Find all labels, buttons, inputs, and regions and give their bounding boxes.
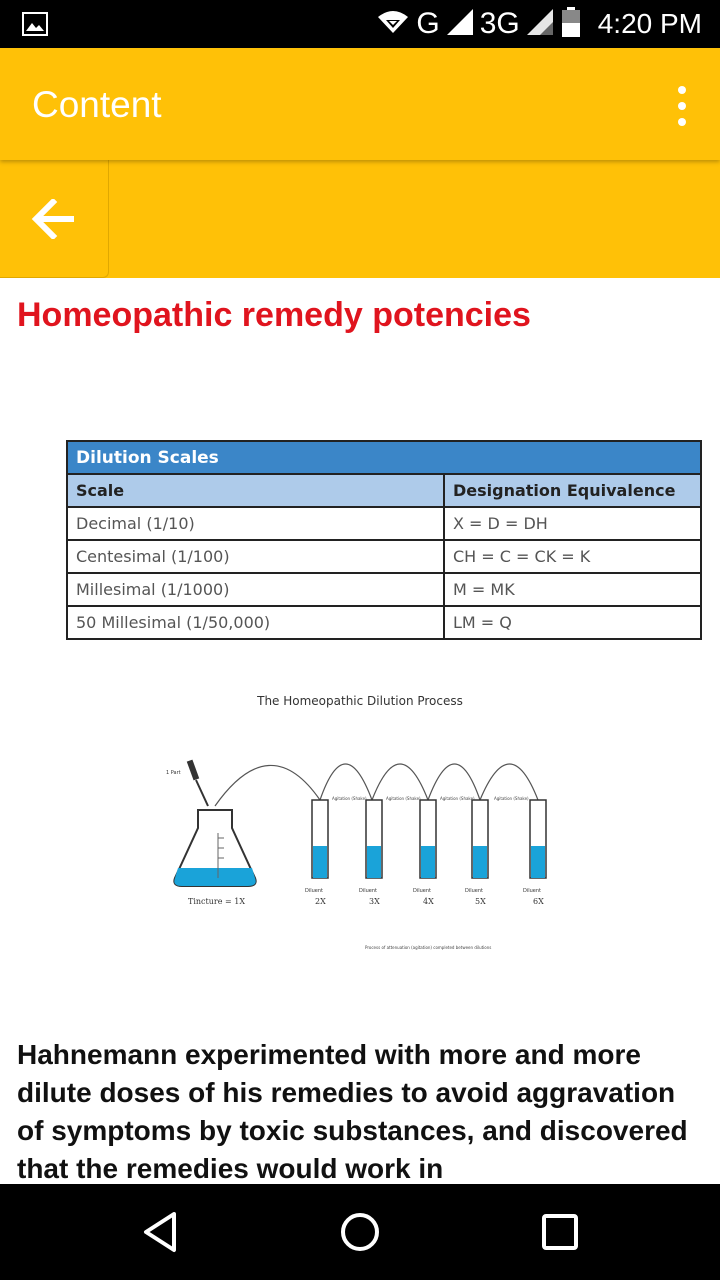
tube-label: 3X bbox=[369, 897, 380, 906]
tincture-label: Tincture = 1X bbox=[188, 897, 245, 906]
table-cell: Millesimal (1/1000) bbox=[66, 572, 445, 607]
tube-label: 2X bbox=[315, 897, 326, 906]
diluent-label: Diluent bbox=[305, 888, 323, 894]
dot-icon bbox=[678, 86, 686, 94]
article-heading: Homeopathic remedy potencies bbox=[17, 296, 531, 334]
diluent-label: Diluent bbox=[413, 888, 431, 894]
back-button[interactable] bbox=[0, 160, 109, 278]
table-cell: X = D = DH bbox=[443, 506, 702, 541]
table-row: Centesimal (1/100) CH = C = CK = K bbox=[66, 539, 702, 574]
table-cell: CH = C = CK = K bbox=[443, 539, 702, 574]
dilution-process-figure: The Homeopathic Dilution Process 1 Part … bbox=[160, 688, 560, 958]
dropper-icon: 1 Part bbox=[166, 759, 209, 807]
article-content[interactable]: Homeopathic remedy potencies Dilution Sc… bbox=[0, 278, 720, 1184]
table-row: Millesimal (1/1000) M = MK bbox=[66, 572, 702, 607]
sub-toolbar bbox=[0, 160, 720, 278]
app-bar: Content bbox=[0, 48, 720, 160]
dot-icon bbox=[678, 118, 686, 126]
article-body: Hahnemann experimented with more and mor… bbox=[17, 1039, 688, 1184]
agitation-label: Agitation (Shake) bbox=[332, 796, 367, 801]
figure-footnote: Process of attenuation (agitation) compl… bbox=[365, 945, 491, 950]
clock: 4:20 PM bbox=[597, 8, 702, 39]
network-type-label: G bbox=[416, 7, 440, 40]
flask-icon: Tincture = 1X bbox=[173, 809, 257, 906]
test-tube: Diluent 6X bbox=[523, 799, 547, 906]
test-tube: Diluent 4X bbox=[413, 799, 437, 906]
test-tube: Diluent 2X bbox=[305, 799, 329, 906]
dilution-scales-table: Dilution Scales Scale Designation Equiva… bbox=[66, 440, 702, 640]
tube-label: 5X bbox=[475, 897, 486, 906]
signal-icon bbox=[446, 8, 474, 41]
square-recents-icon bbox=[542, 1214, 578, 1250]
nav-back-button[interactable] bbox=[134, 1206, 186, 1258]
part-label: 1 Part bbox=[166, 770, 181, 776]
nav-recents-button[interactable] bbox=[534, 1206, 586, 1258]
table-cell: 50 Millesimal (1/50,000) bbox=[66, 605, 445, 640]
gallery-notification-icon bbox=[22, 12, 48, 36]
agitation-label: Agitation (Shake) bbox=[386, 796, 421, 801]
nav-home-button[interactable] bbox=[334, 1206, 386, 1258]
dilution-diagram: 1 Part Tincture = 1X Diluent bbox=[166, 759, 547, 950]
table-header: Designation Equivalence bbox=[443, 473, 702, 508]
table-cell: LM = Q bbox=[443, 605, 702, 640]
status-bar: G 3G 4:20 PM bbox=[0, 0, 720, 48]
diluent-label: Diluent bbox=[523, 888, 541, 894]
table-header: Scale bbox=[66, 473, 445, 508]
test-tube: Diluent 5X bbox=[465, 799, 489, 906]
table-cell: Decimal (1/10) bbox=[66, 506, 445, 541]
status-icons: G 3G 4:20 PM bbox=[376, 0, 702, 48]
dot-icon bbox=[678, 102, 686, 110]
app-title: Content bbox=[32, 84, 162, 125]
table-cell: Centesimal (1/100) bbox=[66, 539, 445, 574]
battery-icon bbox=[560, 6, 582, 43]
network-type-label-2: 3G bbox=[479, 7, 520, 40]
circle-home-icon bbox=[341, 1213, 379, 1251]
triangle-back-icon bbox=[144, 1212, 176, 1252]
diluent-label: Diluent bbox=[465, 888, 483, 894]
agitation-label: Agitation (Shake) bbox=[440, 796, 475, 801]
wifi-icon bbox=[376, 9, 410, 40]
signal-icon-2 bbox=[526, 8, 554, 41]
table-row: 50 Millesimal (1/50,000) LM = Q bbox=[66, 605, 702, 640]
navigation-bar bbox=[0, 1184, 720, 1280]
table-title: Dilution Scales bbox=[66, 440, 702, 475]
overflow-menu-button[interactable] bbox=[670, 86, 694, 126]
arrow-left-icon bbox=[31, 198, 74, 239]
tube-label: 6X bbox=[533, 897, 544, 906]
test-tube: Diluent 3X bbox=[359, 799, 383, 906]
agitation-label: Agitation (Shake) bbox=[494, 796, 529, 801]
tube-label: 4X bbox=[423, 897, 434, 906]
table-row: Decimal (1/10) X = D = DH bbox=[66, 506, 702, 541]
diluent-label: Diluent bbox=[359, 888, 377, 894]
figure-title: The Homeopathic Dilution Process bbox=[257, 694, 463, 708]
table-cell: M = MK bbox=[443, 572, 702, 607]
